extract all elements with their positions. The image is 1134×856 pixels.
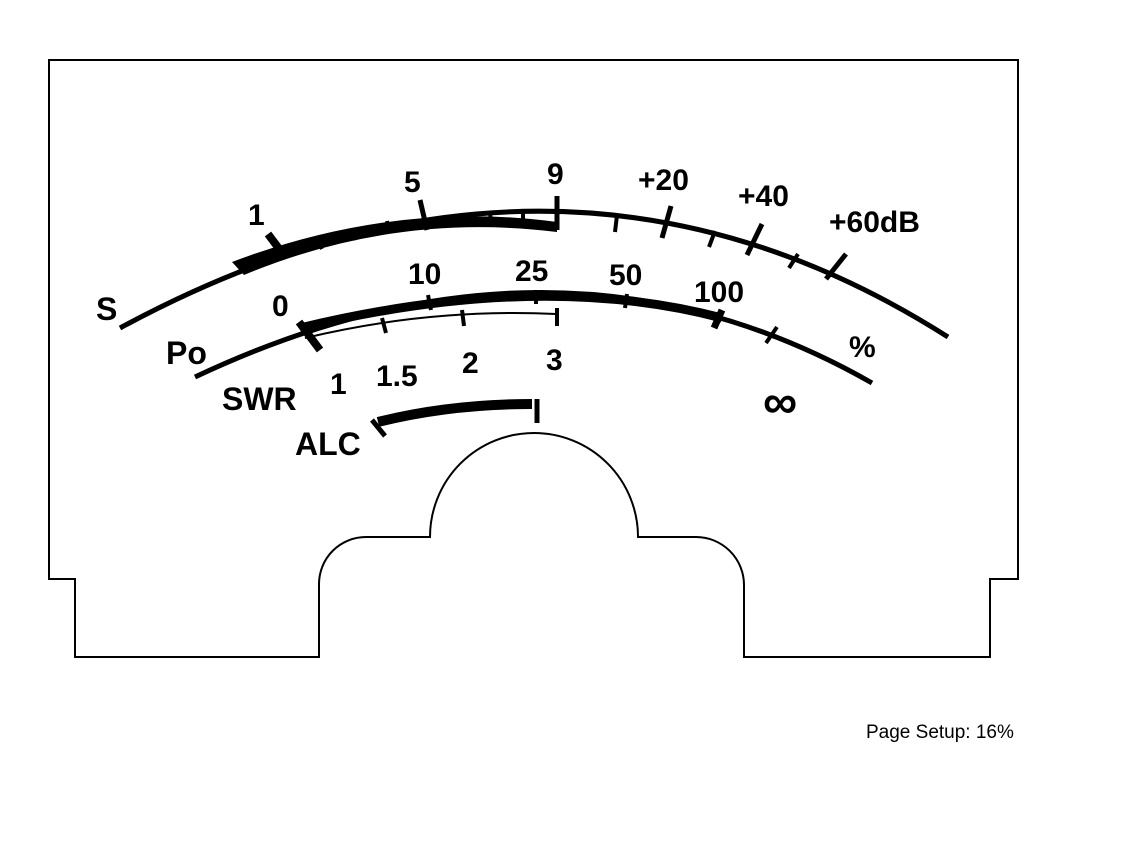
s-tick-label-40: +40 bbox=[738, 180, 789, 213]
s-tick-label-9: 9 bbox=[547, 158, 564, 191]
s-scale-name: S bbox=[96, 291, 117, 327]
s-tick-label-1: 1 bbox=[248, 199, 265, 232]
alc-scale: ALC bbox=[295, 399, 540, 462]
swr-scale-name: SWR bbox=[222, 381, 297, 417]
s-tick-minor bbox=[350, 228, 358, 241]
swr-tick-label-2: 2 bbox=[462, 347, 479, 380]
s-tick-label-20: +20 bbox=[638, 164, 689, 197]
page-setup-caption: Page Setup: 16% bbox=[866, 722, 1014, 743]
po-tick-label-25: 25 bbox=[515, 255, 548, 288]
s-scale-ticks bbox=[264, 196, 848, 281]
alc-scale-band bbox=[376, 399, 533, 427]
alc-tick-start bbox=[370, 418, 387, 438]
swr-tick-label-3: 3 bbox=[546, 344, 563, 377]
po-swr-scale: Po 0 10 25 50 100 % SWR 1 1.5 2 3 ∞ bbox=[166, 255, 876, 429]
s-tick-60 bbox=[824, 252, 848, 281]
s-tick-minor bbox=[455, 213, 460, 226]
s-tick-40 bbox=[744, 222, 765, 257]
s-tick-minor bbox=[385, 220, 391, 233]
s-tick-20 bbox=[659, 205, 674, 239]
alc-scale-name: ALC bbox=[295, 426, 361, 462]
po-tick-label-100: 100 bbox=[694, 276, 744, 309]
po-tick-100 bbox=[710, 308, 726, 330]
s-tick-minor bbox=[488, 211, 493, 224]
s-tick-minor bbox=[315, 237, 324, 250]
po-scale-name: Po bbox=[166, 335, 207, 371]
po-unit-percent: % bbox=[849, 331, 876, 364]
s-tick-1 bbox=[264, 231, 290, 261]
po-scale-thick-band bbox=[298, 291, 724, 333]
s-tick-label-60db: +60dB bbox=[829, 206, 920, 239]
panel-outline bbox=[48, 59, 1019, 658]
s-scale: S 1 5 9 +20 +40 +60dB bbox=[96, 158, 950, 340]
s-tick-5 bbox=[417, 199, 430, 231]
po-tick-50 bbox=[623, 293, 629, 309]
swr-tick-label-1-5: 1.5 bbox=[376, 360, 418, 393]
swr-scale-thin-arc bbox=[304, 312, 557, 339]
po-tick-10 bbox=[426, 294, 433, 311]
po-tick-minor bbox=[764, 325, 779, 345]
po-tick-0 bbox=[295, 319, 324, 353]
s-tick-label-5: 5 bbox=[404, 166, 421, 199]
po-swr-ticks bbox=[295, 290, 779, 353]
s-tick-minor bbox=[707, 230, 717, 248]
swr-tick-2 bbox=[460, 309, 466, 327]
swr-infinity-symbol: ∞ bbox=[763, 376, 797, 429]
s-tick-minor bbox=[787, 252, 800, 270]
swr-tick-1-5 bbox=[380, 317, 388, 334]
po-tick-label-0: 0 bbox=[272, 290, 289, 323]
s-tick-minor bbox=[613, 214, 619, 233]
po-tick-label-10: 10 bbox=[408, 258, 441, 291]
po-tick-label-50: 50 bbox=[609, 259, 642, 292]
swr-tick-label-1: 1 bbox=[330, 368, 347, 401]
